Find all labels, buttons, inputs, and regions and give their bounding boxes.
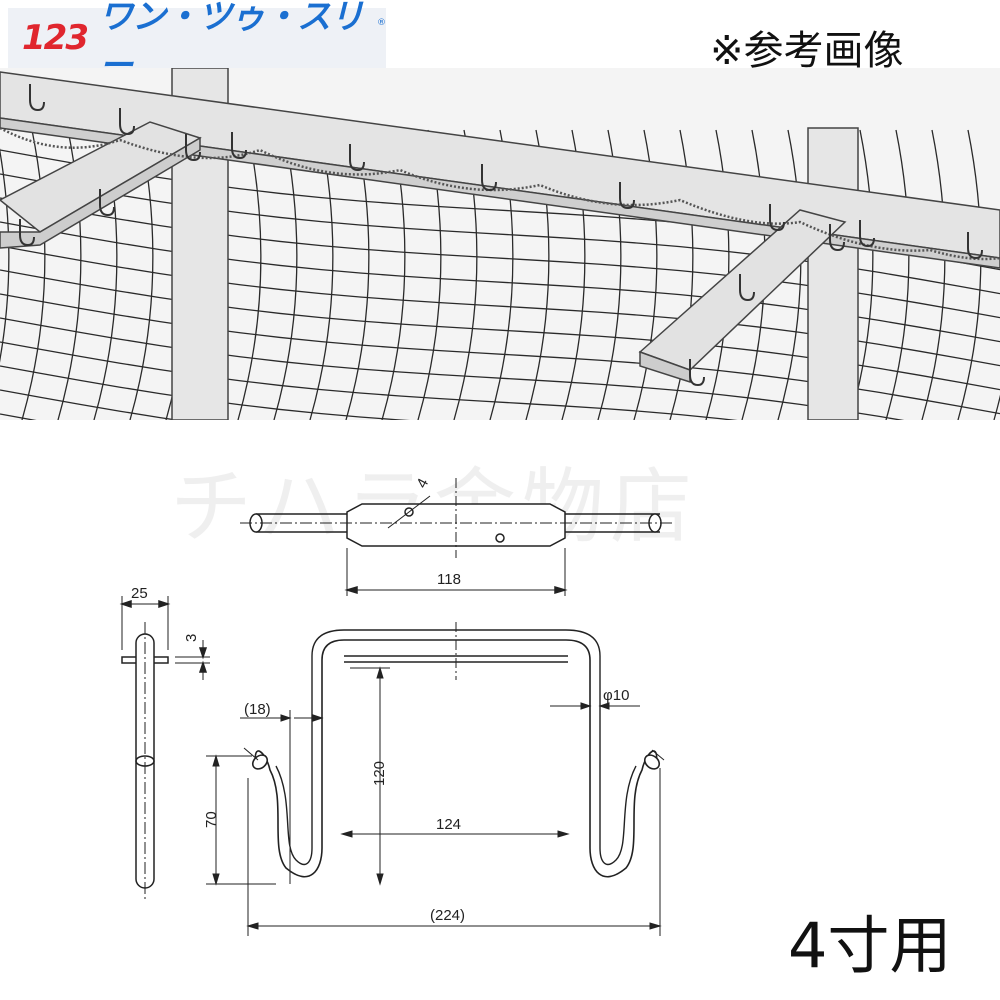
net-line <box>21 129 46 420</box>
hook-mark <box>689 359 705 387</box>
hook-mark <box>19 219 35 247</box>
hook-top-view <box>240 478 672 596</box>
hook-marks <box>19 84 983 387</box>
net-line <box>921 129 946 420</box>
brand-mark: 123 <box>22 18 89 58</box>
inner-width-dimension: 124 <box>436 816 461 833</box>
hook-mark <box>859 220 875 248</box>
hook-mark <box>739 274 755 302</box>
hook-height-dimension: 70 <box>203 811 220 828</box>
diameter-dimension: φ10 <box>603 687 629 704</box>
net-line <box>957 129 982 420</box>
front-view-dimensions <box>206 666 665 936</box>
net-line <box>777 129 802 420</box>
net-line <box>237 129 262 420</box>
hook-mark <box>967 232 983 260</box>
net-installation-illustration <box>0 68 1000 420</box>
hook-mark <box>769 204 785 232</box>
hook-mark <box>829 224 845 252</box>
net-line <box>0 365 411 420</box>
hook-mark <box>481 164 497 192</box>
thickness-dimension: 3 <box>183 634 200 642</box>
registered-mark: ® <box>377 18 386 28</box>
hook-mark <box>619 182 635 210</box>
net-line <box>849 129 874 420</box>
hook-front-view <box>251 622 661 878</box>
hook-mark <box>231 132 247 160</box>
right-cross-beam <box>638 209 847 384</box>
hole-dimension: 4 <box>413 476 432 491</box>
hook-mark <box>349 144 365 172</box>
offset-dimension: (18) <box>244 701 271 718</box>
hook-mark <box>119 108 135 136</box>
size-label: 4寸用 <box>788 909 952 982</box>
brand-name: ワン・ツゥ・スリー <box>98 0 364 86</box>
height-dimension: 120 <box>371 761 388 786</box>
net-line <box>885 129 910 420</box>
top-length-dimension: 118 <box>437 571 461 588</box>
reference-image-note: ※参考画像 <box>710 28 904 74</box>
hook-mark <box>185 134 201 162</box>
hook-side-view <box>119 596 210 900</box>
top-beam <box>0 71 1000 269</box>
hook-mark <box>99 189 115 217</box>
net-line <box>0 148 10 363</box>
brand-logo: 123 ワン・ツゥ・スリー ® <box>8 0 386 86</box>
total-width-dimension: (224) <box>430 907 465 924</box>
side-width-dimension: 25 <box>131 585 148 602</box>
net-line <box>0 341 738 420</box>
hook-mark <box>29 84 45 112</box>
